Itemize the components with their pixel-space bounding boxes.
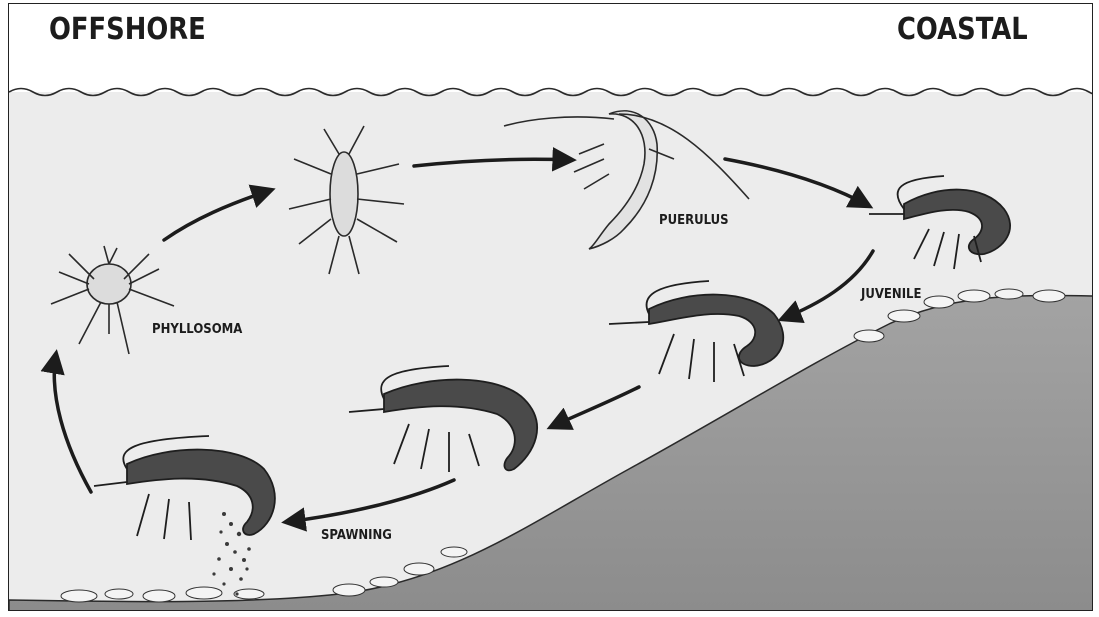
stage-label-spawning: SPAWNING bbox=[321, 528, 392, 543]
zone-label-coastal: COASTAL bbox=[897, 12, 1028, 47]
stage-label-juvenile: JUVENILE bbox=[861, 287, 921, 302]
lifecycle-diagram: OFFSHORE COASTAL PHYLLOSOMA PUERULUS JUV… bbox=[8, 3, 1093, 611]
zone-label-offshore: OFFSHORE bbox=[49, 12, 206, 47]
stage-label-puerulus: PUERULUS bbox=[659, 213, 729, 228]
stage-label-phyllosoma: PHYLLOSOMA bbox=[152, 322, 242, 337]
diagram-canvas bbox=[9, 4, 1093, 611]
